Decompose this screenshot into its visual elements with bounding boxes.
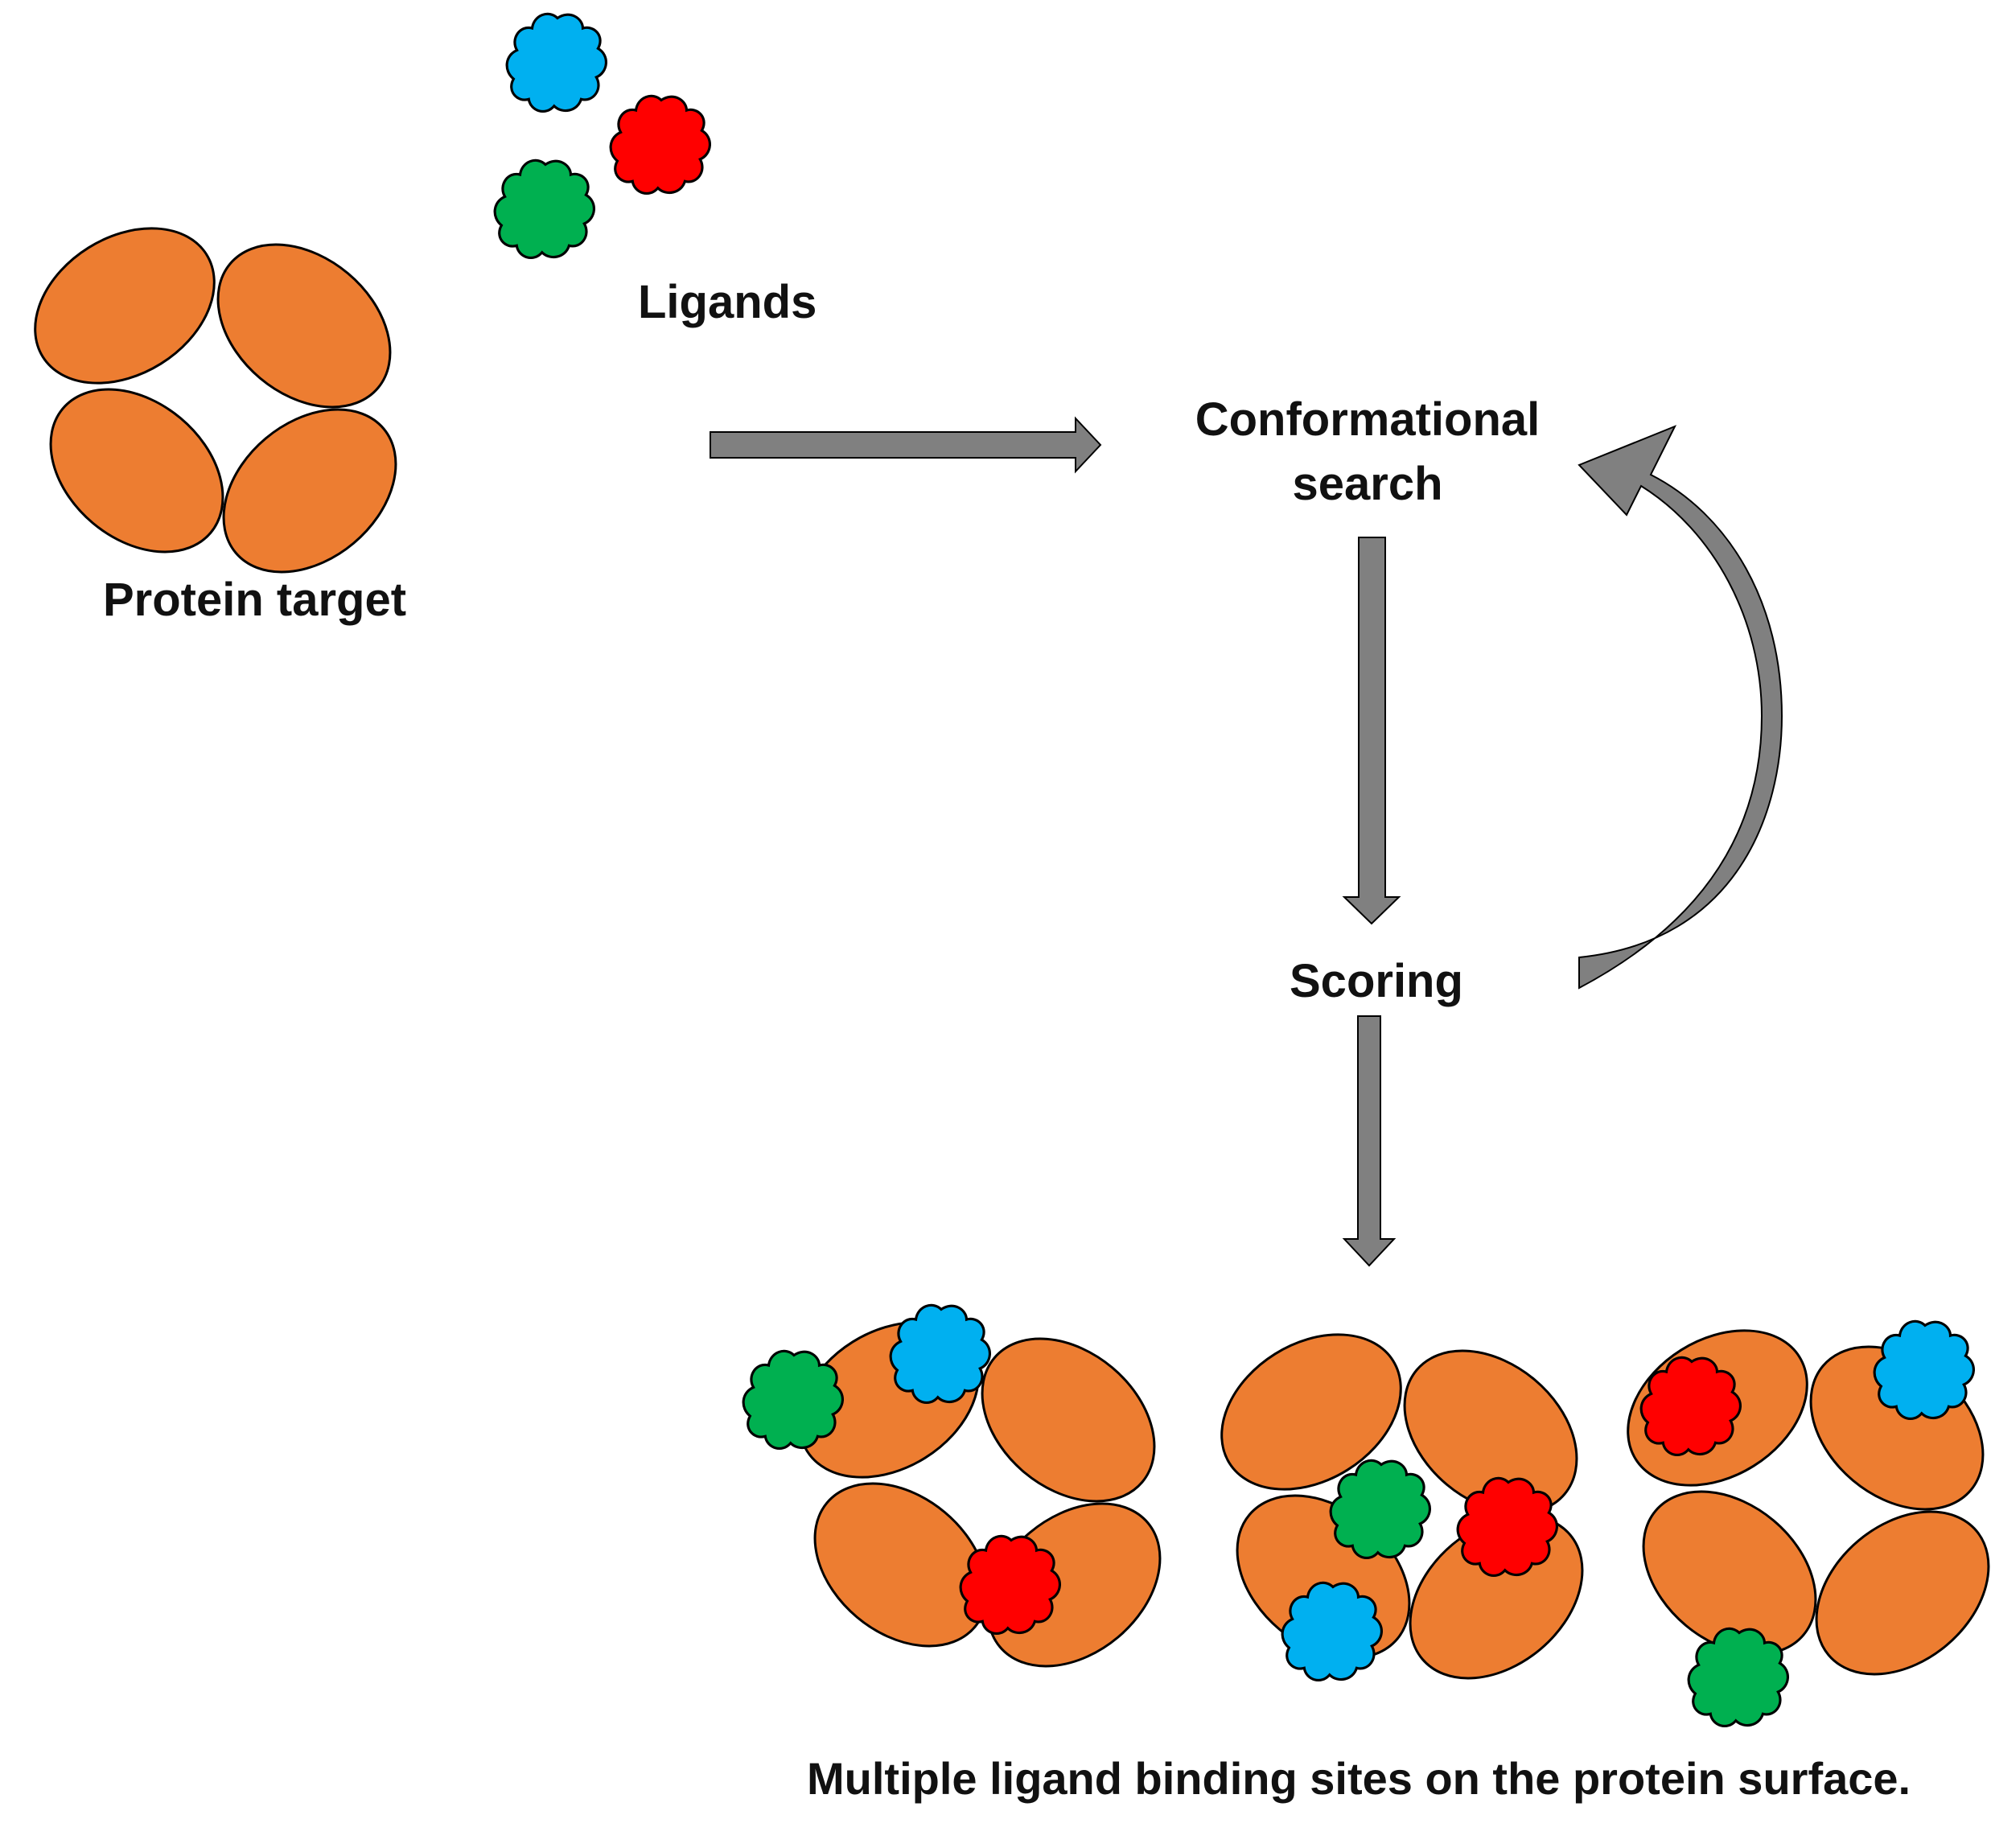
protein-target-label: Protein target [103, 574, 407, 626]
result-caption: Multiple ligand binding sites on the pro… [807, 1753, 1911, 1804]
ligand-red [1639, 1356, 1742, 1457]
ligand-red [1456, 1476, 1559, 1578]
ligand-green [1687, 1627, 1790, 1728]
result-protein-1 [742, 1289, 1194, 1701]
ligand-blue [1873, 1319, 1976, 1421]
ligand-green [1329, 1459, 1432, 1560]
result-protein-2 [1191, 1301, 1616, 1713]
input-protein [5, 195, 430, 607]
arrow-to-search [710, 416, 1102, 474]
conformational-search-label: Conformational search [1195, 393, 1541, 511]
feedback-arrow [1578, 425, 1783, 990]
ligand-blue [505, 12, 608, 113]
arrow-search-to-scoring [1342, 537, 1401, 925]
ligand-blue [1281, 1581, 1384, 1682]
scoring-label: Scoring [1290, 955, 1463, 1007]
ligand-red [959, 1534, 1062, 1636]
ligand-red [609, 94, 712, 196]
input-ligands [493, 12, 712, 260]
ligands-label: Ligands [638, 276, 817, 328]
arrow-scoring-to-results [1342, 1015, 1397, 1267]
ligand-blue [889, 1303, 992, 1405]
result-protein-3 [1598, 1297, 1991, 1728]
ligand-green [493, 158, 596, 260]
ligand-green [742, 1349, 845, 1451]
